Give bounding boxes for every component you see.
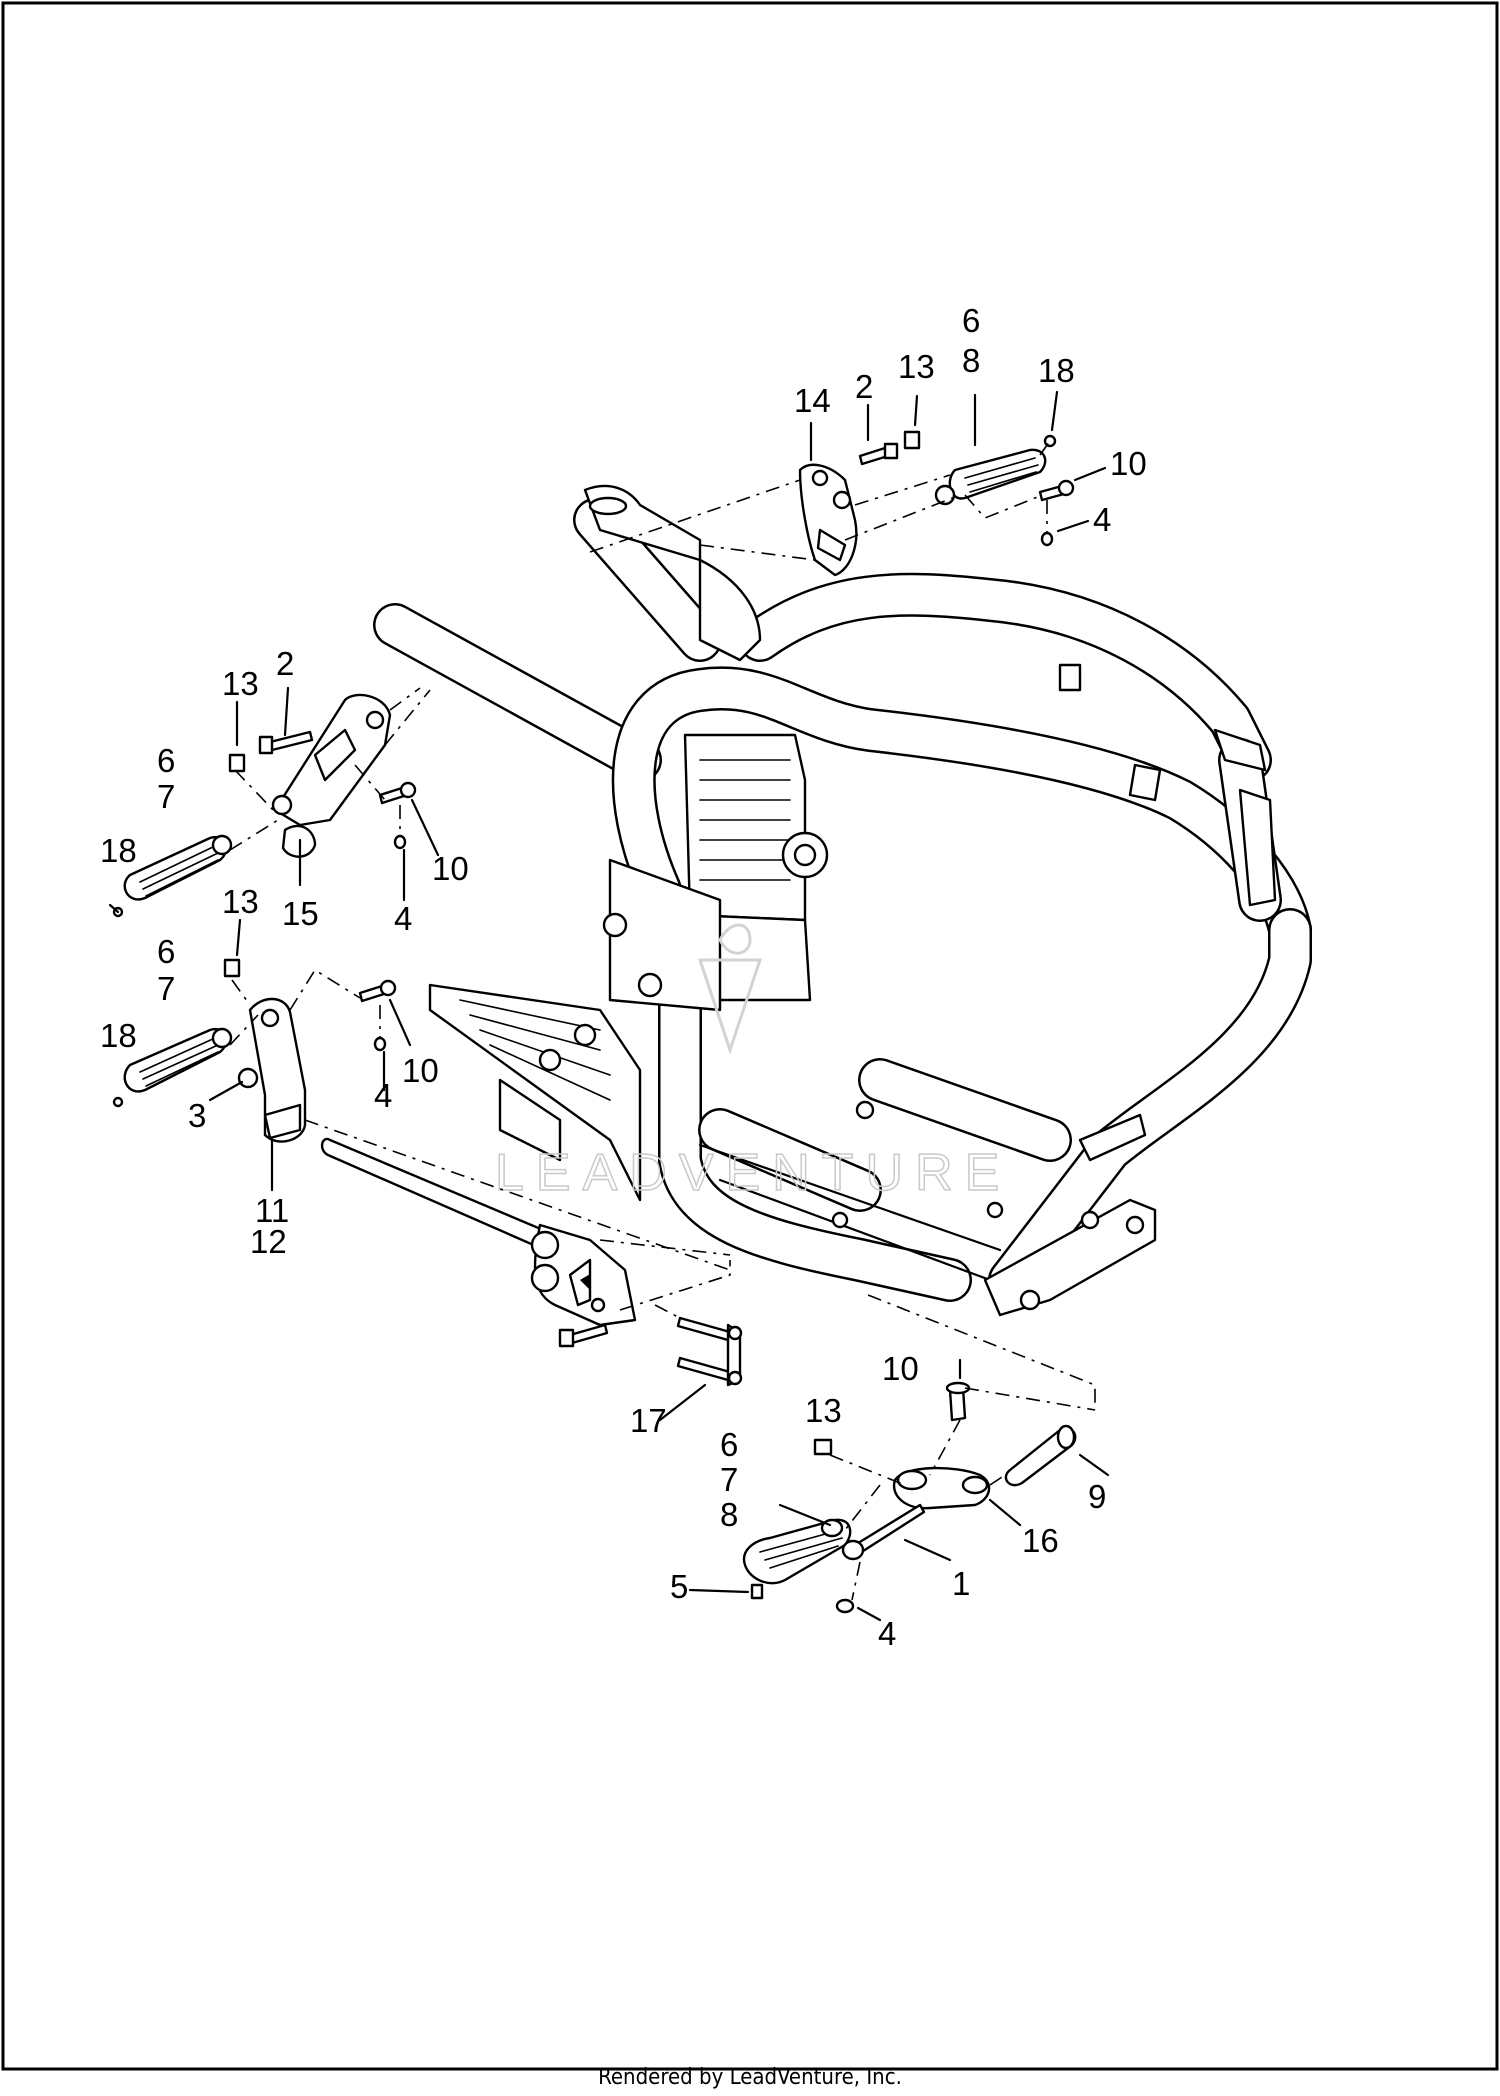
callout-13-mid: 13 (222, 883, 259, 920)
callout-14-top: 14 (794, 382, 831, 419)
footpeg-6-7-8-low (742, 1518, 852, 1585)
callout-10-mid: 10 (402, 1052, 439, 1089)
rear-left-footpeg-group (108, 686, 440, 918)
callout-10-top: 10 (1110, 445, 1147, 482)
callout-13-low: 13 (805, 1392, 842, 1429)
bolt-2-left (268, 730, 314, 752)
watermark: LEADVENTURE (494, 923, 1011, 1203)
callout-labels: 14 2 13 6 8 18 10 4 13 2 6 7 18 15 10 4 … (100, 302, 1147, 1652)
callout-5-low: 5 (670, 1568, 688, 1605)
callout-8-top: 8 (962, 342, 980, 379)
washer-13-low (813, 1438, 833, 1456)
callout-16-low: 16 (1022, 1522, 1059, 1559)
footpeg-6-8-top (934, 448, 1047, 506)
mid-left-footpeg-group (112, 918, 731, 1271)
callout-4-low: 4 (878, 1615, 896, 1652)
callout-6-left: 6 (157, 742, 175, 779)
bolt-1-low (853, 1503, 926, 1555)
clip-4-left (393, 834, 407, 850)
callout-17-low: 17 (630, 1402, 667, 1439)
callout-6-mid: 6 (157, 933, 175, 970)
callout-13-left: 13 (222, 665, 259, 702)
callout-18-top: 18 (1038, 352, 1075, 389)
watermark-text: LEADVENTURE (495, 1144, 1011, 1202)
bolts-17 (676, 1316, 743, 1387)
callout-4-left: 4 (394, 900, 412, 937)
callout-12-mid: 12 (250, 1223, 287, 1260)
callout-4-mid: 4 (374, 1077, 392, 1114)
footpeg-6-7-left (123, 834, 233, 901)
front-footpeg-group (688, 1294, 1110, 1622)
clip-4-low (835, 1598, 855, 1614)
callout-18-mid: 18 (100, 1017, 137, 1054)
washer-13-left (228, 753, 246, 773)
callout-3-mid: 3 (188, 1097, 206, 1134)
callout-10-left: 10 (432, 850, 469, 887)
nut-3-mid (237, 1067, 259, 1089)
callout-2-left: 2 (276, 645, 294, 682)
shift-rod (320, 1137, 557, 1252)
callout-15-left: 15 (282, 895, 319, 932)
callout-7-left: 7 (157, 778, 175, 815)
footer-credit: Rendered by LeadVenture, Inc. (598, 2065, 902, 2090)
clip-4-mid (373, 1036, 387, 1052)
callout-1-low: 1 (952, 1565, 970, 1602)
callout-6-low: 6 (720, 1426, 738, 1463)
motorcycle-frame (373, 484, 1312, 1317)
callout-7-low: 7 (720, 1461, 738, 1498)
shift-rod-bracket-group (320, 1137, 743, 1422)
washer-13-top (903, 430, 921, 450)
clip-4-top (1040, 531, 1054, 547)
nut-18-top (1043, 434, 1057, 448)
callout-8-low: 8 (720, 1496, 738, 1533)
pivot-16-low (892, 1466, 991, 1510)
washer-13-mid (223, 958, 241, 978)
callout-13-top: 13 (898, 348, 935, 385)
callout-6-top: 6 (962, 302, 980, 339)
callout-11-mid: 11 (255, 1192, 289, 1229)
callout-9-low: 9 (1088, 1478, 1106, 1515)
nut-18-mid (112, 1096, 124, 1108)
callout-2-top: 2 (855, 368, 873, 405)
mount-bracket-14 (798, 463, 858, 577)
rear-right-footpeg-group (589, 390, 1107, 577)
callout-4-top: 4 (1093, 501, 1111, 538)
grease-5-low (750, 1583, 764, 1600)
callout-7-mid: 7 (157, 970, 175, 1007)
callout-18-left: 18 (100, 832, 137, 869)
bolt-lower (568, 1323, 609, 1345)
footpeg-6-7-mid (123, 1027, 233, 1093)
callout-10-low: 10 (882, 1350, 919, 1387)
